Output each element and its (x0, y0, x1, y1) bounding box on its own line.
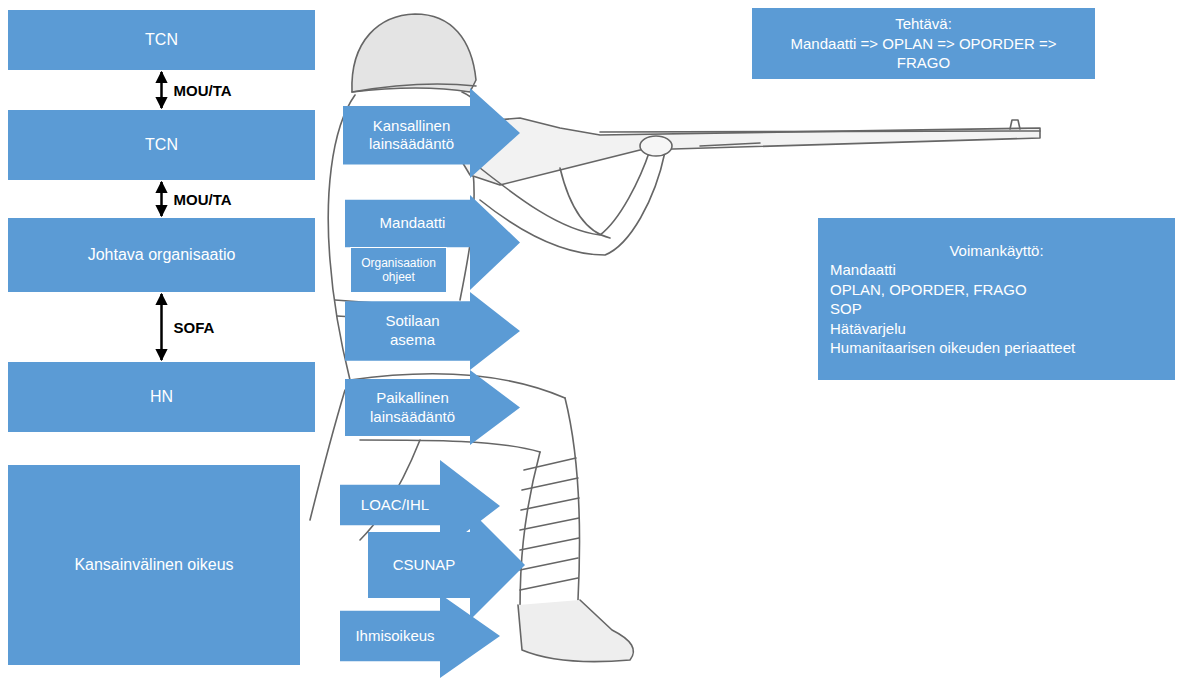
agreement-label: SOFA (172, 319, 217, 336)
list-item: Humanitaarisen oikeuden periaatteet (830, 338, 1163, 358)
rifle (440, 118, 1040, 185)
arrow-outline (345, 292, 520, 370)
arrow-label: Mandaatti (380, 214, 446, 233)
arrow-label: Sotilaan asema (365, 312, 460, 350)
front-sight (1010, 120, 1020, 129)
box-label: Kansainvälinen oikeus (74, 555, 233, 576)
boot (518, 600, 633, 662)
box-label: Organisaation ohjeet (355, 256, 442, 285)
source-arrow: Paikallinen lainsäädäntö (345, 370, 520, 445)
box-label: TCN (145, 30, 178, 51)
host-nation-box: HN (8, 362, 315, 432)
organisation-box: Johtava organisaatio (8, 218, 315, 292)
agreement-label: MOU/TA (172, 82, 234, 99)
shin (520, 398, 579, 610)
list-item: Hätävarjelu (830, 319, 1163, 339)
arrow-label: LOAC/IHL (361, 496, 429, 515)
rifle-sling (560, 168, 610, 238)
arrow-label: CSUNAP (393, 556, 456, 575)
arrow-label: Kansallinen lainsäädäntö (349, 117, 474, 155)
law-box: Kansainvälinen oikeus (8, 465, 300, 665)
box-label: Tehtävä: (895, 14, 952, 34)
box-label: Johtava organisaatio (88, 245, 236, 266)
arrow-outline (345, 370, 520, 445)
source-box: Organisaation ohjeet (350, 247, 447, 293)
box-body: Mandaatti => OPLAN => OPORDER => FRAGO (762, 34, 1085, 73)
arrow-outline (340, 594, 500, 678)
country-box: TCN (8, 110, 315, 180)
arrow-outline (343, 88, 520, 178)
list-item: Mandaatti (830, 260, 1163, 280)
country-box: TCN (8, 10, 315, 70)
task-box: Tehtävä:Mandaatti => OPLAN => OPORDER =>… (752, 8, 1095, 79)
law-arrow: Ihmisoikeus (340, 594, 500, 678)
leg-wraps (520, 458, 579, 590)
double-arrow (160, 72, 163, 108)
box-label: TCN (145, 135, 178, 156)
helmet (352, 14, 476, 92)
hand (640, 136, 672, 156)
source-arrow: Kansallinen lainsäädäntö (343, 88, 520, 178)
double-arrow (160, 294, 163, 360)
list-item: OPLAN, OPORDER, FRAGO (830, 280, 1163, 300)
agreement-label: MOU/TA (172, 191, 234, 208)
helmet-rim (352, 84, 476, 92)
list-item: SOP (830, 299, 1163, 319)
force-box: Voimankäyttö:MandaattiOPLAN, OPORDER, FR… (818, 218, 1175, 380)
source-arrow: Sotilaan asema (345, 292, 520, 370)
double-arrow (160, 182, 163, 216)
box-heading: Voimankäyttö: (830, 241, 1163, 261)
arrow-label: Paikallinen lainsäädäntö (351, 389, 474, 427)
box-label: HN (150, 387, 173, 408)
arrow-label: Ihmisoikeus (355, 627, 434, 646)
